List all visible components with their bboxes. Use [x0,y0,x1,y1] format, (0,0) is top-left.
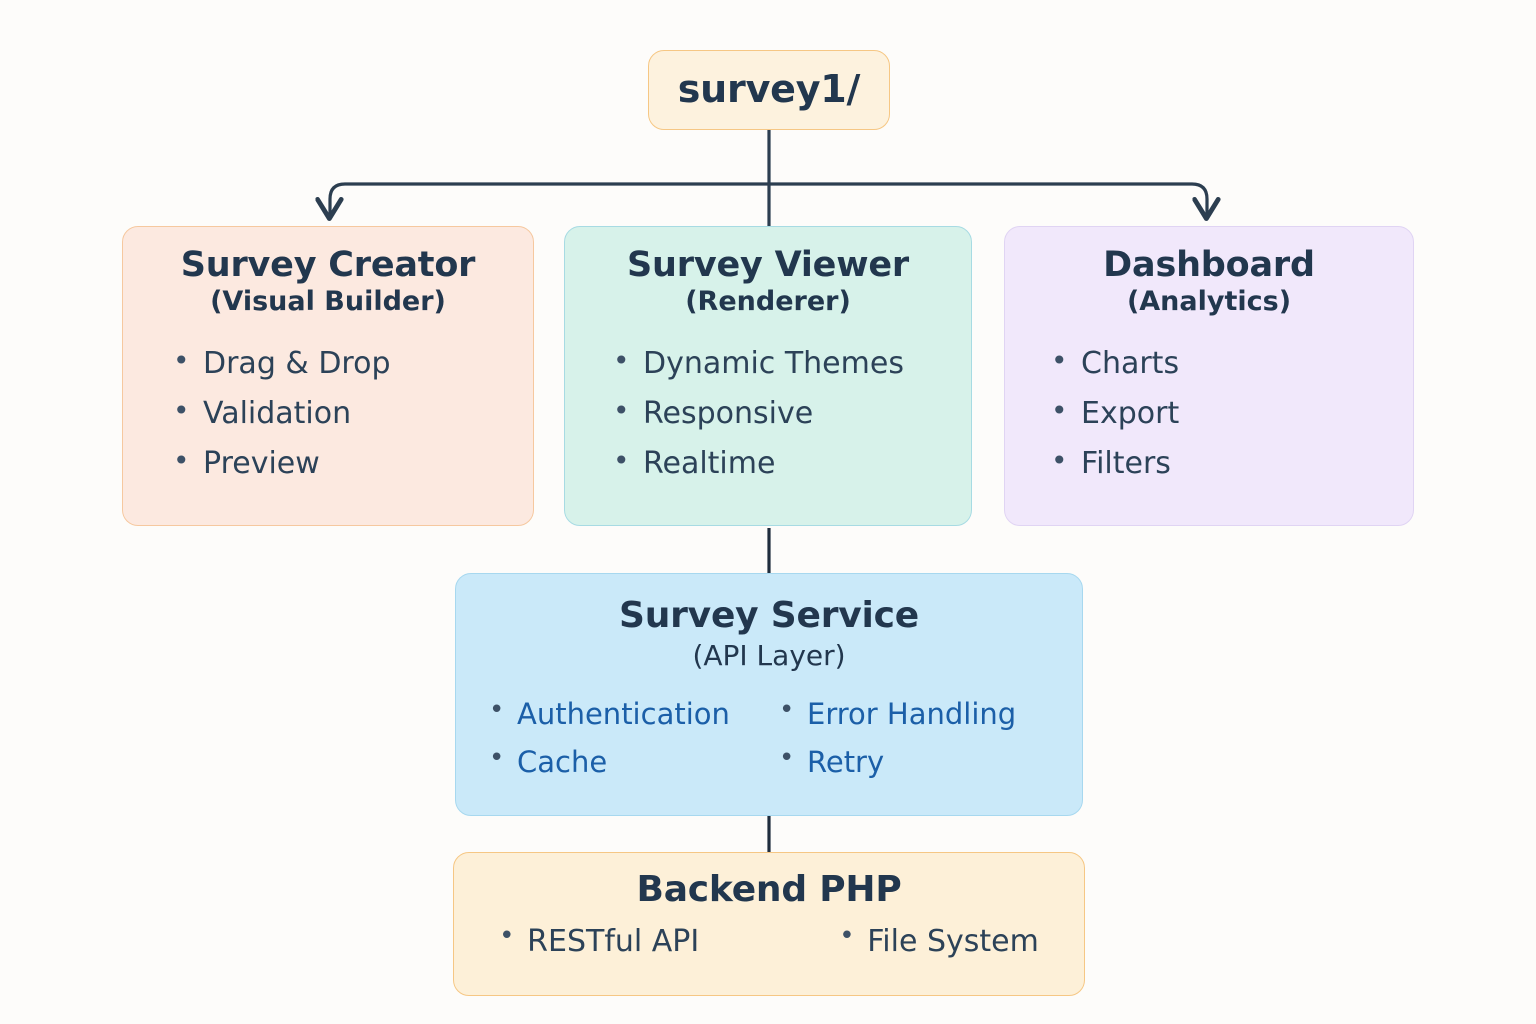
connector-root-to-dashboard [769,182,1207,216]
node-backend-php[interactable]: Backend PHP RESTful API File System [453,852,1085,996]
list-item: Filters [1049,438,1179,489]
feature-list-dashboard: Charts Export Filters [1049,338,1179,489]
node-survey-creator-title: Survey Creator [180,245,476,285]
list-item: Drag & Drop [171,338,391,389]
node-survey-creator[interactable]: Survey Creator (Visual Builder) Drag & D… [122,226,534,526]
node-survey-service-title: Survey Service [618,595,920,636]
list-item: Responsive [611,388,904,439]
list-item: Dynamic Themes [611,338,904,389]
list-item: Preview [171,438,391,489]
node-survey-viewer-title: Survey Viewer [627,245,909,285]
list-item: Charts [1049,338,1179,389]
node-survey-service-subtitle: (API Layer) [692,638,846,672]
feature-list-survey-service: Authentication Error Handling Cache Retr… [489,689,1049,786]
list-item: Error Handling [779,689,1049,738]
node-survey-viewer-subtitle: (Renderer) [685,285,851,317]
node-survey-creator-subtitle: (Visual Builder) [210,285,446,317]
list-item: File System [839,921,1039,959]
node-survey-viewer[interactable]: Survey Viewer (Renderer) Dynamic Themes … [564,226,972,526]
node-survey-service[interactable]: Survey Service (API Layer) Authenticatio… [455,573,1083,816]
feature-list-backend-php: RESTful API File System [499,921,1039,959]
list-item: Realtime [611,438,904,489]
feature-list-survey-creator: Drag & Drop Validation Preview [171,338,391,489]
node-backend-php-title: Backend PHP [636,869,902,910]
node-dashboard[interactable]: Dashboard (Analytics) Charts Export Filt… [1004,226,1414,526]
node-root-title: survey1/ [677,67,861,112]
list-item: Export [1049,388,1179,439]
list-item: Retry [779,736,1049,786]
node-root[interactable]: survey1/ [648,50,890,130]
list-item: Authentication [489,689,779,738]
list-item: RESTful API [499,921,699,959]
feature-list-survey-viewer: Dynamic Themes Responsive Realtime [611,338,904,489]
node-dashboard-subtitle: (Analytics) [1126,285,1292,317]
node-dashboard-title: Dashboard [1103,245,1315,285]
list-item: Cache [489,736,779,786]
list-item: Validation [171,388,391,439]
connector-root-to-creator [330,182,769,216]
